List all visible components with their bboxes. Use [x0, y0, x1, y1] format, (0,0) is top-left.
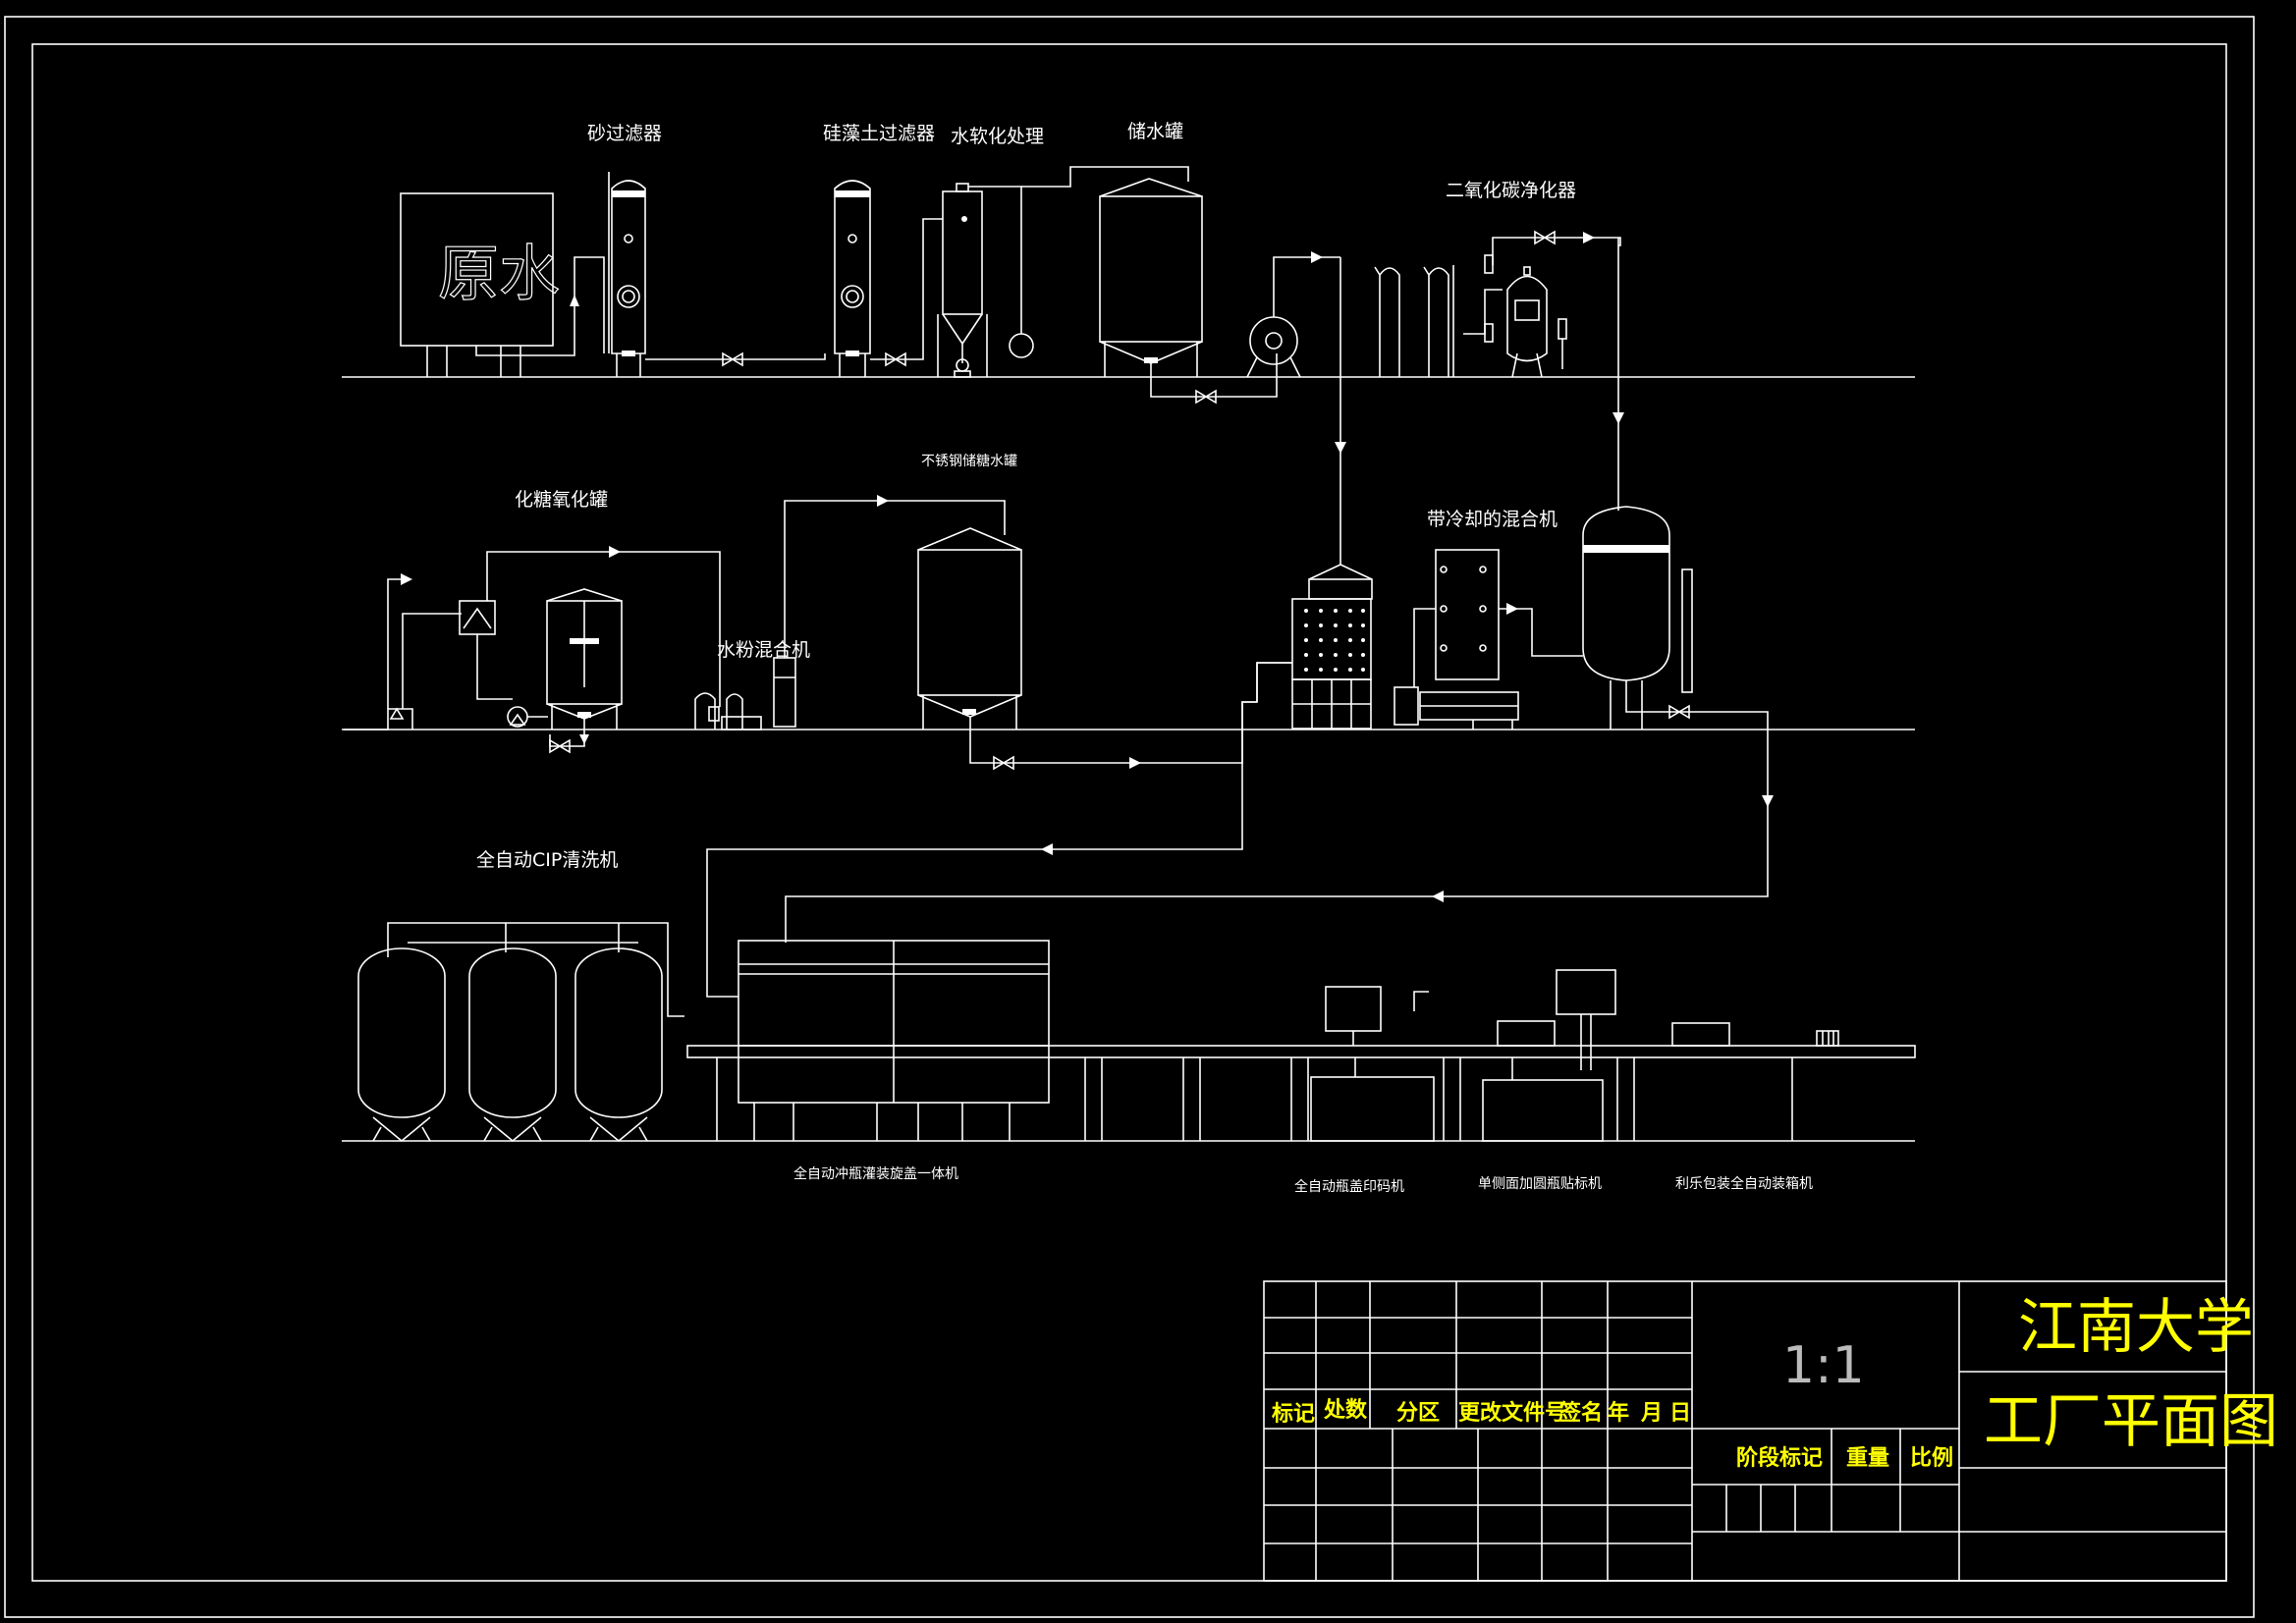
tb-header-month: 月 — [1640, 1401, 1663, 1426]
inner-frame — [31, 43, 2227, 1582]
raw-water-label: 原水 — [438, 238, 560, 309]
labeler — [1482, 969, 1616, 1142]
valve-icon — [885, 352, 898, 367]
storage-tank-label: 储水罐 — [1127, 121, 1183, 142]
flow-arrow — [1041, 843, 1053, 855]
tb-header-year: 年 — [1608, 1400, 1629, 1426]
sugar-tank-label: 化糖氧化罐 — [515, 489, 608, 511]
tb-drawing-title: 工厂平面图 — [1984, 1387, 2278, 1456]
tb-header-sign: 签名 — [1558, 1400, 1603, 1426]
printer-label: 全自动瓶盖印码机 — [1294, 1178, 1404, 1195]
ss-tank-label: 不锈钢储糖水罐 — [921, 454, 1017, 469]
tb-header-change-doc: 更改文件号 — [1458, 1400, 1566, 1426]
pipe-to-filler-1 — [706, 662, 1292, 998]
cooling-mixer-label: 带冷却的混合机 — [1427, 509, 1558, 530]
mixing-tank — [1582, 506, 1774, 807]
water-softener — [937, 183, 1034, 378]
co2-purifier-label: 二氧化碳净化器 — [1446, 180, 1576, 201]
cooling-mixer — [1394, 549, 1583, 730]
pipe-diatomite-to-softener — [870, 218, 943, 360]
tb-scale-label: 比例 — [1910, 1446, 1953, 1471]
powder-mixer — [694, 495, 1006, 730]
packer — [1671, 1022, 1839, 1047]
title-block — [1263, 1280, 2227, 1582]
cip-cleaner — [357, 922, 684, 1143]
flow-arrow — [1432, 891, 1444, 902]
tb-weight: 重量 — [1846, 1446, 1889, 1471]
flow-arrow — [570, 295, 579, 306]
tb-school: 江南大学 — [2018, 1293, 2254, 1362]
pipe-sand-to-diatomite — [645, 353, 826, 360]
storage-tank — [1099, 178, 1203, 377]
valve-icon — [722, 352, 735, 367]
cip-label: 全自动CIP清洗机 — [476, 849, 618, 871]
softening-label: 水软化处理 — [951, 126, 1044, 147]
sand-filter — [608, 172, 646, 377]
pipe-softener-to-storage — [1021, 166, 1189, 188]
tb-header-day: 日 — [1669, 1401, 1691, 1426]
filler-machine — [738, 940, 1050, 1141]
pump-1 — [1246, 251, 1340, 378]
tb-stage: 阶段标记 — [1736, 1445, 1823, 1471]
conveyor-legs — [716, 1057, 1793, 1141]
tb-scale-value: 1:1 — [1782, 1336, 1865, 1395]
sugar-tank-system — [344, 546, 721, 754]
valve-icon — [731, 352, 743, 367]
tb-header-count: 处数 — [1323, 1397, 1368, 1423]
valve-icon — [1204, 389, 1217, 405]
tb-header-zone: 分区 — [1396, 1401, 1440, 1426]
packer-label: 利乐包装全自动装箱机 — [1675, 1175, 1813, 1192]
tb-header-mark: 标记 — [1272, 1401, 1315, 1427]
pipe-storage-to-pump — [1150, 353, 1278, 398]
flow-arrow — [1613, 412, 1624, 424]
valve-icon — [894, 352, 906, 367]
labeler-label: 单侧面加圆瓶贴标机 — [1478, 1176, 1602, 1192]
diatomite-filter — [834, 180, 871, 377]
deaerator — [1256, 564, 1373, 730]
diatomite-filter-label: 硅藻土过滤器 — [823, 123, 935, 144]
valve-icon — [1195, 389, 1208, 405]
ss-syrup-tank — [917, 527, 1257, 771]
pipe-to-filler-2 — [785, 805, 1769, 943]
flow-arrow — [1335, 442, 1346, 454]
filler-label: 全自动冲瓶灌装旋盖一体机 — [793, 1165, 958, 1182]
raw-water-tank: 原水 — [400, 192, 561, 377]
co2-purifier — [1374, 230, 1621, 378]
cap-printer — [1310, 986, 1435, 1142]
conveyor — [686, 1045, 1916, 1058]
outer-frame — [4, 16, 2255, 1618]
powder-mixer-label: 水粉混合机 — [717, 639, 810, 661]
sand-filter-label: 砂过滤器 — [587, 123, 662, 144]
